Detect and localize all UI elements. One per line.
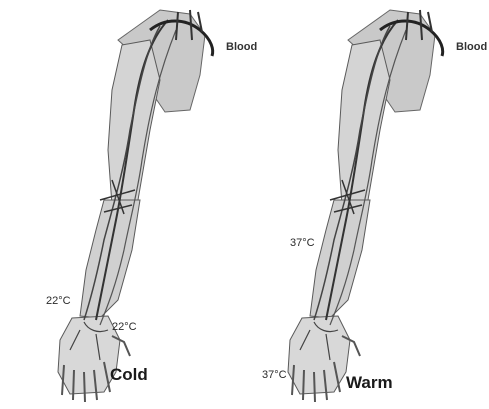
- cold-blood-label: Blood: [226, 42, 257, 53]
- warm-caption: Warm: [346, 374, 393, 391]
- cold-upper-temp-label: 22°C: [46, 296, 71, 307]
- warm-arm-illustration: [288, 10, 443, 402]
- warm-lower-temp-label: 37°C: [262, 370, 287, 381]
- warm-upper-temp-label: 37°C: [290, 238, 315, 249]
- cold-arm-illustration: [58, 10, 213, 402]
- cold-lower-temp-label: 22°C: [112, 322, 137, 333]
- cold-caption: Cold: [110, 366, 148, 383]
- warm-blood-label: Blood: [456, 42, 487, 53]
